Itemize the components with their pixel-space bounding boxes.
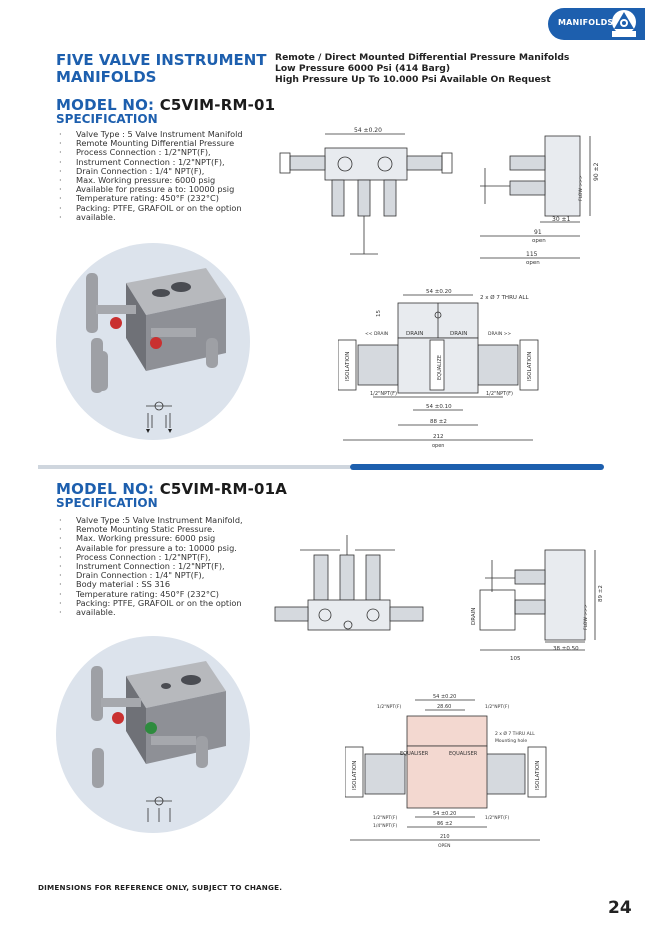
dim-91: 91: [534, 229, 542, 236]
isolation-right: ISOLATION: [527, 352, 533, 381]
dim-30: 30 ±1: [552, 216, 571, 223]
dim-210-open: OPEN: [438, 843, 450, 849]
npt-left: 1/2"NPT(F): [373, 815, 397, 821]
model2-drawing-top: DRAIN 105 38 ±0.50 89 ±2 FLOW >>>: [274, 535, 604, 662]
dim-top: 54 ±0.20: [426, 289, 452, 295]
dim-38: 38 ±0.50: [553, 646, 579, 652]
manifold-render: [86, 268, 226, 433]
dim-105: 105: [510, 656, 521, 662]
drain-right: DRAIN >>: [488, 331, 511, 337]
model1-heading: MODEL NO: C5VIM-RM-01: [56, 96, 275, 114]
npt-left: 1/2"NPT(F): [370, 391, 397, 397]
spec-item: Remote Mounting Differential Pressure: [56, 138, 276, 148]
spec-item: Remote Mounting Static Pressure.: [56, 524, 276, 534]
spec-item: Max. Working pressure: 6000 psig: [56, 534, 276, 544]
model2-heading: MODEL NO: C5VIM-RM-01A: [56, 480, 287, 498]
dim-54: 54 ±0.20: [433, 694, 456, 700]
model2-drawing-bottom: 1/2"NPT(F) 54 ±0.20 28.60 1/2"NPT(F) 2 x…: [345, 694, 547, 849]
page-title: FIVE VALVE INSTRUMENT MANIFOLDS: [56, 51, 267, 86]
equaliser-right: EQUALISER: [449, 751, 478, 757]
npt-top-right: 1/2"NPT(F): [485, 704, 509, 710]
spec-item: Temperature rating: 450°F (232°C): [56, 589, 276, 599]
npt-left-drain: 1/4"NPT(F): [373, 823, 397, 829]
spec-item: Valve Type : 5 Valve Instrument Manifold: [56, 129, 276, 139]
isolation-left: ISOLATION: [352, 761, 358, 790]
model2-spec-list: Valve Type :5 Valve Instrument Manifold,…: [56, 515, 276, 617]
company-logo: [612, 10, 636, 37]
holes-label: 2 x Ø 7 THRU ALL: [495, 730, 535, 737]
section-tab: MANIFOLDS: [548, 8, 645, 40]
dim-width: 54 ±0.20: [354, 127, 382, 134]
holes-label: 2 x Ø 7 THRU ALL: [480, 294, 529, 301]
section-tab-label: MANIFOLDS: [558, 18, 614, 27]
dim-88: 88 ±2: [430, 419, 447, 425]
dim-90: 90 ±2: [593, 162, 600, 181]
dim-54b: 54 ±0.20: [433, 811, 456, 817]
section-divider-blue: [350, 464, 604, 470]
model1-drawing-top: 54 ±0.20 91 open 115 open 30 ±1 90 ±2 FL…: [279, 127, 600, 266]
dim-210: 210: [440, 834, 450, 840]
isolation-left: ISOLATION: [345, 352, 351, 381]
flow-label: FLOW >>>: [578, 175, 584, 201]
drain-label-left: DRAIN: [406, 331, 423, 337]
spec-item: Temperature rating: 450°F (232°C): [56, 194, 276, 204]
dim-91-open: open: [532, 238, 546, 244]
drain-left: << DRAIN: [365, 331, 388, 337]
spec-item: Instrument Connection : 1/2"NPT(F),: [56, 157, 276, 167]
drain-label: DRAIN: [471, 608, 477, 625]
model1-prefix: MODEL NO:: [56, 96, 155, 114]
model2-code: C5VIM-RM-01A: [159, 480, 288, 498]
spec-item: Packing: PTFE, GRAFOIL or on the option: [56, 598, 276, 608]
spec-item: Process Connection : 1/2"NPT(F),: [56, 552, 276, 562]
dim-212: 212: [433, 434, 444, 440]
model2-spec-title: SPECIFICATION: [56, 496, 158, 510]
spec-item: available.: [56, 607, 276, 617]
model2-prefix: MODEL NO:: [56, 480, 155, 498]
spec-item: Available for pressure a to: 10000 psig: [56, 185, 276, 195]
spec-item: Drain Connection : 1/4" NPT(F),: [56, 166, 276, 176]
model1-spec-title: SPECIFICATION: [56, 112, 158, 126]
spec-item: Instrument Connection : 1/2"NPT(F),: [56, 561, 276, 571]
dim-54-10: 54 ±0.10: [426, 404, 452, 410]
flow-label: FLOW >>>: [583, 604, 589, 630]
spec-item: Valve Type :5 Valve Instrument Manifold,: [56, 515, 276, 525]
npt-right: 1/2"NPT(F): [486, 391, 513, 397]
spec-item: Packing: PTFE, GRAFOIL or on the option: [56, 203, 276, 213]
dim-115-open: open: [526, 260, 540, 266]
dim-86: 86 ±2: [437, 821, 452, 827]
npt-right: 1/2"NPT(F): [485, 815, 509, 821]
model1-product-image: [56, 243, 250, 440]
manifold-render: [91, 661, 226, 822]
model1-spec-list: Valve Type : 5 Valve Instrument Manifold…: [56, 129, 276, 222]
dim-89: 89 ±2: [598, 585, 604, 602]
tagline-line-1: Remote / Direct Mounted Differential Pre…: [275, 52, 570, 63]
spec-item: Body material : SS 316: [56, 580, 276, 590]
npt-top-left: 1/2"NPT(F): [377, 704, 401, 710]
tagline-line-2: Low Pressure 6000 Psi (414 Barg): [275, 63, 451, 74]
dim-212-open: open: [432, 443, 444, 449]
holes-sub-label: Mounting hole: [495, 738, 527, 744]
page-number: 24: [608, 898, 632, 918]
spec-item: Drain Connection : 1/4" NPT(F),: [56, 571, 276, 581]
tagline-line-3: High Pressure Up To 10.000 Psi Available…: [275, 74, 551, 85]
model1-drawing-bottom: 54 ±0.20 2 x Ø 7 THRU ALL 15 << DRAIN DR…: [338, 289, 539, 449]
spec-item: available.: [56, 212, 276, 222]
dim-115: 115: [526, 251, 538, 258]
section-divider-grey: [38, 465, 350, 469]
spec-item: Available for pressure a to: 10000 psig.: [56, 543, 276, 553]
dim-15: 15: [376, 310, 382, 317]
model2-product-image: [56, 636, 250, 833]
page-tagline: Remote / Direct Mounted Differential Pre…: [275, 52, 605, 85]
footer-note: DIMENSIONS FOR REFERENCE ONLY, SUBJECT T…: [38, 883, 283, 892]
spec-item: Process Connection : 1/2"NPT(F),: [56, 148, 276, 158]
isolation-right: ISOLATION: [535, 761, 541, 790]
equaliser-left: EQUALISER: [400, 751, 429, 757]
equalize-label: EQUALIZE: [437, 355, 443, 380]
spec-item: Max. Working pressure: 6000 psig: [56, 175, 276, 185]
dim-28: 28.60: [437, 704, 451, 710]
drain-label-right: DRAIN: [450, 331, 467, 337]
model1-code: C5VIM-RM-01: [159, 96, 276, 114]
